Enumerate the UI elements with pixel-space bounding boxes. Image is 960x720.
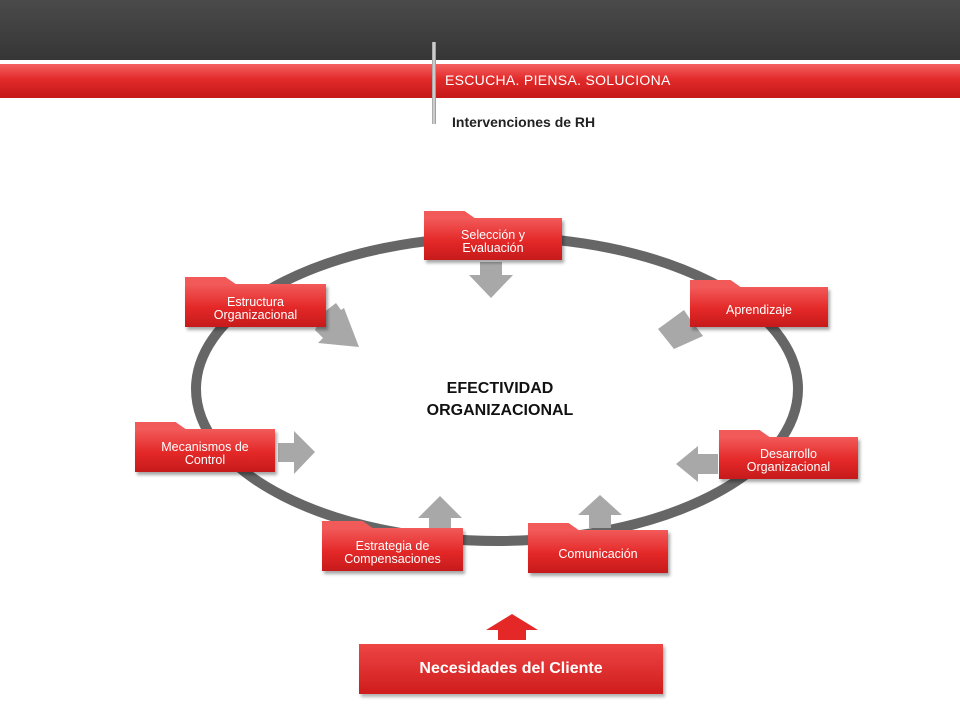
node-desarrollo: Desarrollo Organizacional: [719, 437, 858, 479]
arrow-control: [278, 431, 315, 474]
client-needs-box: Necesidades del Cliente: [359, 644, 663, 694]
node-aprendizaje: Aprendizaje: [690, 287, 828, 327]
arrow-estructura: [315, 303, 359, 347]
page-subtitle: Intervenciones de RH: [452, 114, 596, 130]
arrow-compensaciones: [418, 496, 462, 530]
arrow-comunicacion: [578, 495, 622, 528]
arrow-cliente: [486, 614, 538, 640]
center-label: EFECTIVIDAD ORGANIZACIONAL: [426, 380, 574, 419]
arrow-seleccion: [469, 262, 513, 298]
arrow-desarrollo: [676, 446, 718, 482]
header-divider: [432, 42, 436, 124]
node-estructura: Estructura Organizacional: [185, 284, 326, 327]
node-comunicacion: Comunicación: [528, 530, 668, 573]
header-dark-bar: [0, 0, 960, 60]
arrow-aprendizaje: [658, 310, 703, 349]
slogan: ESCUCHA. PIENSA. SOLUCIONA: [445, 72, 671, 88]
node-seleccion: Selección y Evaluación: [424, 218, 562, 260]
node-compensaciones: Estrategia de Compensaciones: [322, 528, 463, 571]
node-control: Mecanismos de Control: [135, 429, 275, 472]
header-red-bar: [0, 64, 960, 98]
